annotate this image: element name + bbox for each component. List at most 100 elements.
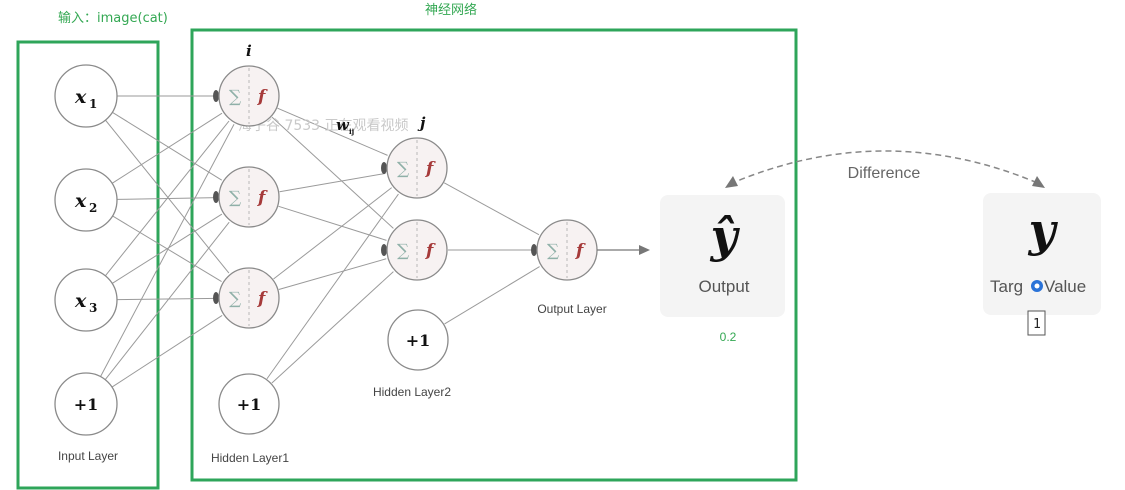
hidden2-bias: +1 [387, 309, 449, 371]
input-node-x3-var: x [74, 290, 87, 312]
activation-icon: f [257, 87, 268, 107]
target-label-right: Value [1044, 277, 1086, 296]
hidden2-neuron-1-circle [386, 137, 448, 199]
edge-h1n2-h2n1 [278, 258, 387, 290]
target-label-left: Targ [990, 277, 1023, 296]
arrowhead-dot-out0 [531, 244, 537, 256]
target-panel [983, 193, 1101, 315]
hidden2-neuron-2-circle [386, 219, 448, 281]
sum-icon: ∑ [229, 188, 241, 208]
weight-w-label: w [336, 116, 350, 134]
edge-input2-h1n0 [104, 120, 230, 277]
hidden1-neuron-3-circle [218, 267, 280, 329]
input-node-x1-circle [54, 64, 118, 128]
sum-icon: ∑ [229, 289, 241, 309]
activation-icon: f [425, 241, 436, 261]
target-value-box [1027, 310, 1046, 336]
target-value: 1 [1033, 317, 1041, 332]
cursor-icon-center [1034, 283, 1040, 289]
arrowhead-dot-h1n1 [213, 191, 219, 203]
output-value: 0.2 [720, 330, 737, 344]
edge-h1n3-h2n1 [271, 271, 394, 384]
difference-label: Difference [848, 165, 921, 182]
weight-w-subscript: ij [349, 127, 354, 136]
hidden-layer2-label: Hidden Layer2 [373, 385, 451, 399]
input-node-bias: +1 [54, 372, 118, 436]
network-box-label: 神经网络 [425, 2, 477, 18]
input-node-x3-circle [54, 268, 118, 332]
network-box-frame [190, 28, 798, 482]
difference-arrow-right-icon [1032, 176, 1045, 188]
input-node-x2-sub: 2 [89, 201, 97, 215]
edge-input2-h1n2 [116, 297, 218, 301]
hidden2-neuron-1: ∑ f [386, 137, 448, 199]
activation-icon: f [257, 289, 268, 309]
input-node-x1-var: x [74, 86, 87, 108]
edge-h2n0-out0 [443, 182, 540, 236]
arrowhead-dot-h1n2 [213, 292, 219, 304]
target-y-symbol: y [1028, 203, 1059, 257]
sum-icon: ∑ [397, 241, 409, 261]
index-j-label: j [417, 114, 426, 132]
input-node-x3: x 3 [54, 268, 118, 332]
network-edges [100, 95, 540, 388]
edge-h1n0-h2n0 [277, 107, 388, 156]
output-panel [660, 195, 785, 317]
arrowhead-dot-h2n1 [381, 244, 387, 256]
input-node-x3-sub: 3 [89, 301, 97, 315]
output-arrow-head-icon [639, 245, 650, 255]
edge-input3-h1n0 [100, 124, 235, 377]
input-node-bias-circle [54, 372, 118, 436]
hidden1-neuron-3: ∑ f [218, 267, 280, 329]
activation-icon: f [425, 159, 436, 179]
edge-input3-h1n1 [104, 221, 230, 380]
sum-icon: ∑ [397, 159, 409, 179]
output-neuron: ∑ f [536, 219, 598, 281]
hidden2-bias-circle [387, 309, 449, 371]
edge-h1n3-h2n0 [266, 193, 399, 380]
input-node-x1: x 1 [54, 64, 118, 128]
output-layer-label: Output Layer [537, 302, 606, 316]
edge-input2-h1n1 [111, 213, 223, 284]
sum-icon: ∑ [547, 241, 559, 261]
input-node-x2-var: x [74, 190, 87, 212]
index-i-label: i [246, 42, 252, 60]
hidden1-bias-text: +1 [237, 395, 262, 414]
edge-input0-h1n2 [105, 119, 230, 274]
activation-icon: f [257, 188, 268, 208]
input-box-label: 输入：image(cat) [58, 10, 168, 26]
input-node-bias-text: +1 [74, 395, 99, 414]
input-layer-label: Input Layer [58, 449, 118, 463]
input-box-frame [16, 40, 160, 490]
output-panel-label: Output [698, 277, 749, 296]
input-node-x2: x 2 [54, 168, 118, 232]
edge-input1-h1n0 [111, 112, 223, 184]
edge-h1n1-h2n1 [278, 205, 387, 241]
edge-input0-h1n1 [112, 111, 223, 181]
output-y-hat-symbol: ŷ [710, 209, 741, 263]
difference-arrow-left-icon [725, 176, 738, 188]
hidden1-neuron-1-circle [218, 65, 280, 127]
edge-h1n1-h2n0 [279, 172, 386, 193]
hidden2-neuron-2: ∑ f [386, 219, 448, 281]
hidden1-neuron-1: ∑ f [218, 65, 280, 127]
sum-icon: ∑ [229, 87, 241, 107]
edge-input3-h1n2 [111, 315, 223, 388]
edge-h2n2-out0 [444, 266, 540, 325]
hidden1-bias: +1 [218, 373, 280, 435]
hidden1-neuron-2-circle [218, 166, 280, 228]
input-node-x2-circle [54, 168, 118, 232]
input-node-x1-sub: 1 [89, 97, 97, 111]
difference-arc [729, 150, 1041, 185]
hidden2-bias-text: +1 [406, 331, 431, 350]
edge-h1n2-h2n0 [273, 187, 392, 280]
activation-icon: f [575, 241, 586, 261]
arrowhead-dot-h1n0 [213, 90, 219, 102]
edge-arrowheads [213, 90, 537, 304]
edge-h1n0-h2n1 [271, 116, 394, 229]
hidden-layer1-label: Hidden Layer1 [211, 451, 289, 465]
hidden1-bias-circle [218, 373, 280, 435]
hidden1-neuron-2: ∑ f [218, 166, 280, 228]
arrowhead-dot-h2n0 [381, 162, 387, 174]
